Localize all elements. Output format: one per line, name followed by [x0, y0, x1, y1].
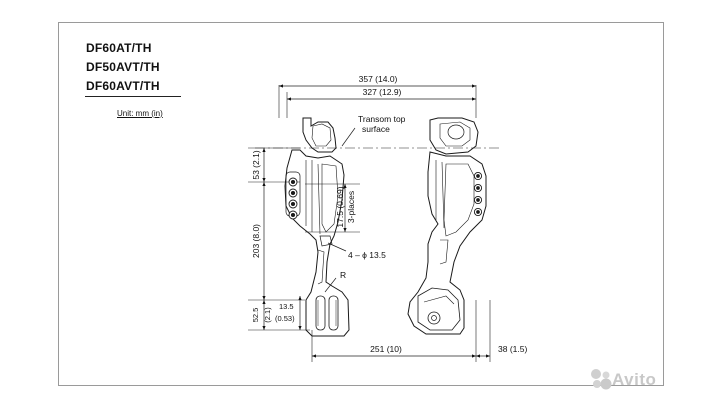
dim-slot-height-in: (0.53): [275, 314, 295, 323]
dim-main-height: 203 (8.0): [251, 224, 261, 258]
dim-radius: R: [340, 270, 346, 280]
model-name-3: DF60AVT/TH: [86, 79, 160, 93]
dim-lower-height: 52.5: [251, 308, 260, 323]
title-underline: [85, 96, 181, 97]
bracket-left-view: [284, 117, 350, 337]
dim-hole-diameter: 4 – ϕ 13.5: [348, 250, 386, 260]
mounting-holes: [288, 177, 298, 220]
dim-offset-width: 38 (1.5): [498, 344, 527, 354]
dimension-lines: [262, 84, 490, 358]
unit-label: Unit: mm (in): [117, 109, 163, 118]
dim-hole-spacing: 17.5 (0.69): [335, 186, 345, 227]
transom-label: Transom top: [358, 114, 406, 124]
dim-upper-height: 53 (2.1): [251, 150, 261, 179]
dim-overall-width: 357 (14.0): [359, 74, 398, 84]
dim-lower-height-in: (2.1): [263, 307, 272, 323]
dim-bottom-width: 251 (10): [370, 344, 402, 354]
dim-inner-width: 327 (12.9): [363, 87, 402, 97]
dim-hole-places: 3-places: [346, 191, 356, 223]
model-name-1: DF60AT/TH: [86, 41, 152, 55]
mounting-holes-right: [473, 171, 483, 217]
bracket-right-view: [407, 117, 487, 335]
dim-slot-height: 13.5: [279, 302, 294, 311]
transom-label-2: surface: [362, 124, 390, 134]
drawing-frame: [58, 22, 664, 386]
model-name-2: DF50AVT/TH: [86, 60, 160, 74]
avito-logo-icon: [591, 369, 612, 390]
avito-watermark: Avito: [612, 370, 657, 389]
